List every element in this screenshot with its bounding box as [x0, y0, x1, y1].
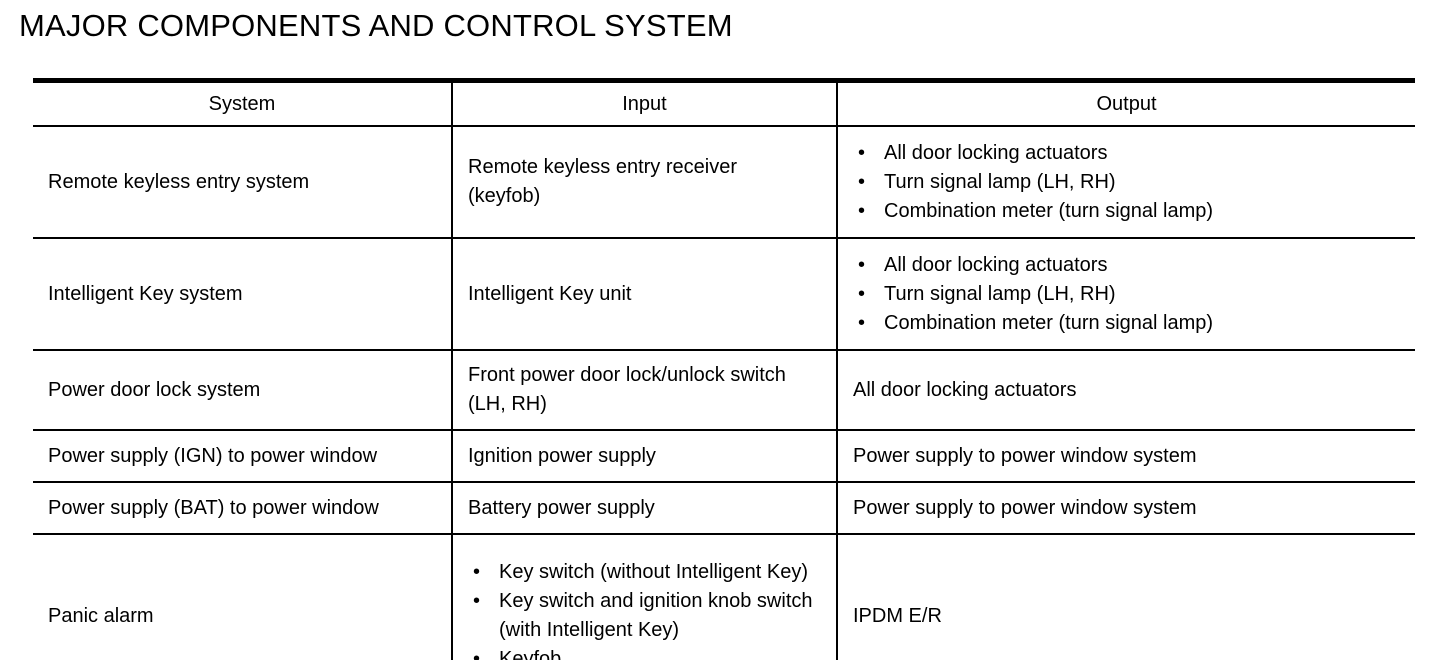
cell-text: Power supply (IGN) to power window: [48, 444, 378, 467]
bullet-icon: •: [473, 648, 481, 660]
cell-input: Intelligent Key unit: [451, 237, 838, 350]
bullet-item: • All door locking actuators: [854, 139, 1405, 168]
column-header-input: Input: [451, 80, 838, 126]
bullet-text: All door locking actuators: [884, 141, 1108, 164]
bullet-item: • Combination meter (turn signal lamp): [854, 197, 1405, 226]
table-row: Power supply (IGN) to power window Igniti…: [33, 429, 1415, 482]
table-row: Remote keyless entry system Remote keyles…: [33, 125, 1415, 238]
bullet-text: Combination meter (turn signal lamp): [884, 199, 1214, 222]
cell-text: Power door lock system: [48, 378, 261, 401]
table-body: Remote keyless entry system Remote keyles…: [33, 125, 1415, 660]
cell-input: Battery power supply: [451, 481, 838, 534]
cell-text: Remote keyless entry system: [48, 170, 310, 193]
bullet-text: Turn signal lamp (LH, RH): [884, 282, 1116, 305]
table-row: Panic alarm • Key switch (without Intellig…: [33, 533, 1415, 660]
bullet-text: Key switch (without Intelligent Key): [499, 561, 809, 583]
bullet-item: • Key switch and ignition knob switch (wi…: [469, 587, 826, 645]
cell-text: All door locking actuators: [853, 378, 1077, 401]
column-header-output: Output: [1096, 92, 1157, 115]
cell-system: Panic alarm: [33, 533, 452, 660]
cell-text: Intelligent Key system: [48, 282, 243, 305]
cell-input: • Key switch (without Intelligent Key) • Ke…: [451, 533, 838, 660]
column-header-system: System: [208, 92, 276, 115]
table-row: Power door lock system Front power door l…: [33, 349, 1415, 430]
cell-system: Power door lock system: [33, 349, 452, 430]
cell-input: Ignition power supply: [451, 429, 838, 482]
bullet-icon: •: [473, 590, 481, 612]
cell-output: Power supply to power window system: [837, 481, 1415, 534]
bullet-text: Keyfob: [499, 648, 562, 660]
bullet-item: • Combination meter (turn signal lamp): [854, 309, 1405, 338]
bullet-item: • Turn signal lamp (LH, RH): [854, 168, 1405, 197]
cell-text: Power supply to power window system: [853, 444, 1197, 467]
cell-text: Panic alarm: [48, 604, 154, 627]
cell-text: Front power door lock/unlock switch (LH,…: [468, 364, 786, 415]
cell-system: Power supply (IGN) to power window: [33, 429, 452, 482]
cell-text: IPDM E/R: [853, 604, 942, 627]
bullet-text: Turn signal lamp (LH, RH): [884, 170, 1116, 193]
bullet-icon: •: [858, 311, 866, 334]
bullet-item: • All door locking actuators: [854, 251, 1405, 280]
bullet-icon: •: [858, 199, 866, 222]
cell-output: • All door locking actuators • Turn signal …: [837, 237, 1415, 350]
components-table: System Input Output Remote keyless entry s…: [33, 78, 1415, 660]
table-row: Intelligent Key system Intelligent Key un…: [33, 237, 1415, 350]
bullet-text: Key switch and ignition knob switch (wit…: [499, 590, 813, 641]
bullet-item: • Keyfob: [469, 645, 826, 660]
cell-input: Remote keyless entry receiver (keyfob): [451, 125, 838, 238]
cell-output: Power supply to power window system: [837, 429, 1415, 482]
cell-output: IPDM E/R: [837, 533, 1415, 660]
bullet-text: Combination meter (turn signal lamp): [884, 311, 1214, 334]
cell-output: All door locking actuators: [837, 349, 1415, 430]
bullet-icon: •: [858, 282, 866, 305]
cell-text: Battery power supply: [468, 496, 655, 519]
bullet-icon: •: [858, 253, 866, 276]
bullet-item: • Key switch (without Intelligent Key): [469, 558, 826, 587]
bullet-icon: •: [858, 141, 866, 164]
bullet-list: • All door locking actuators • Turn signal …: [838, 251, 1415, 338]
cell-text: Power supply to power window system: [853, 496, 1197, 519]
cell-system: Remote keyless entry system: [33, 125, 452, 238]
page-title: MAJOR COMPONENTS AND CONTROL SYSTEM: [19, 8, 733, 43]
table-row: Power supply (BAT) to power window Batter…: [33, 481, 1415, 534]
bullet-icon: •: [473, 561, 481, 583]
cell-output: • All door locking actuators • Turn signal …: [837, 125, 1415, 238]
cell-text: Power supply (BAT) to power window: [48, 496, 379, 519]
cell-system: Power supply (BAT) to power window: [33, 481, 452, 534]
cell-text: Intelligent Key unit: [468, 282, 632, 305]
bullet-list: • All door locking actuators • Turn signal …: [838, 139, 1415, 226]
bullet-icon: •: [858, 170, 866, 193]
cell-input: Front power door lock/unlock switch (LH,…: [451, 349, 838, 430]
bullet-list: • Key switch (without Intelligent Key) • Ke…: [453, 558, 836, 660]
cell-text: Remote keyless entry receiver (keyfob): [468, 156, 737, 207]
bullet-item: • Turn signal lamp (LH, RH): [854, 280, 1405, 309]
cell-system: Intelligent Key system: [33, 237, 452, 350]
bullet-text: All door locking actuators: [884, 253, 1108, 276]
header-row: System Input Output: [33, 80, 1415, 126]
cell-text: Ignition power supply: [468, 444, 656, 467]
